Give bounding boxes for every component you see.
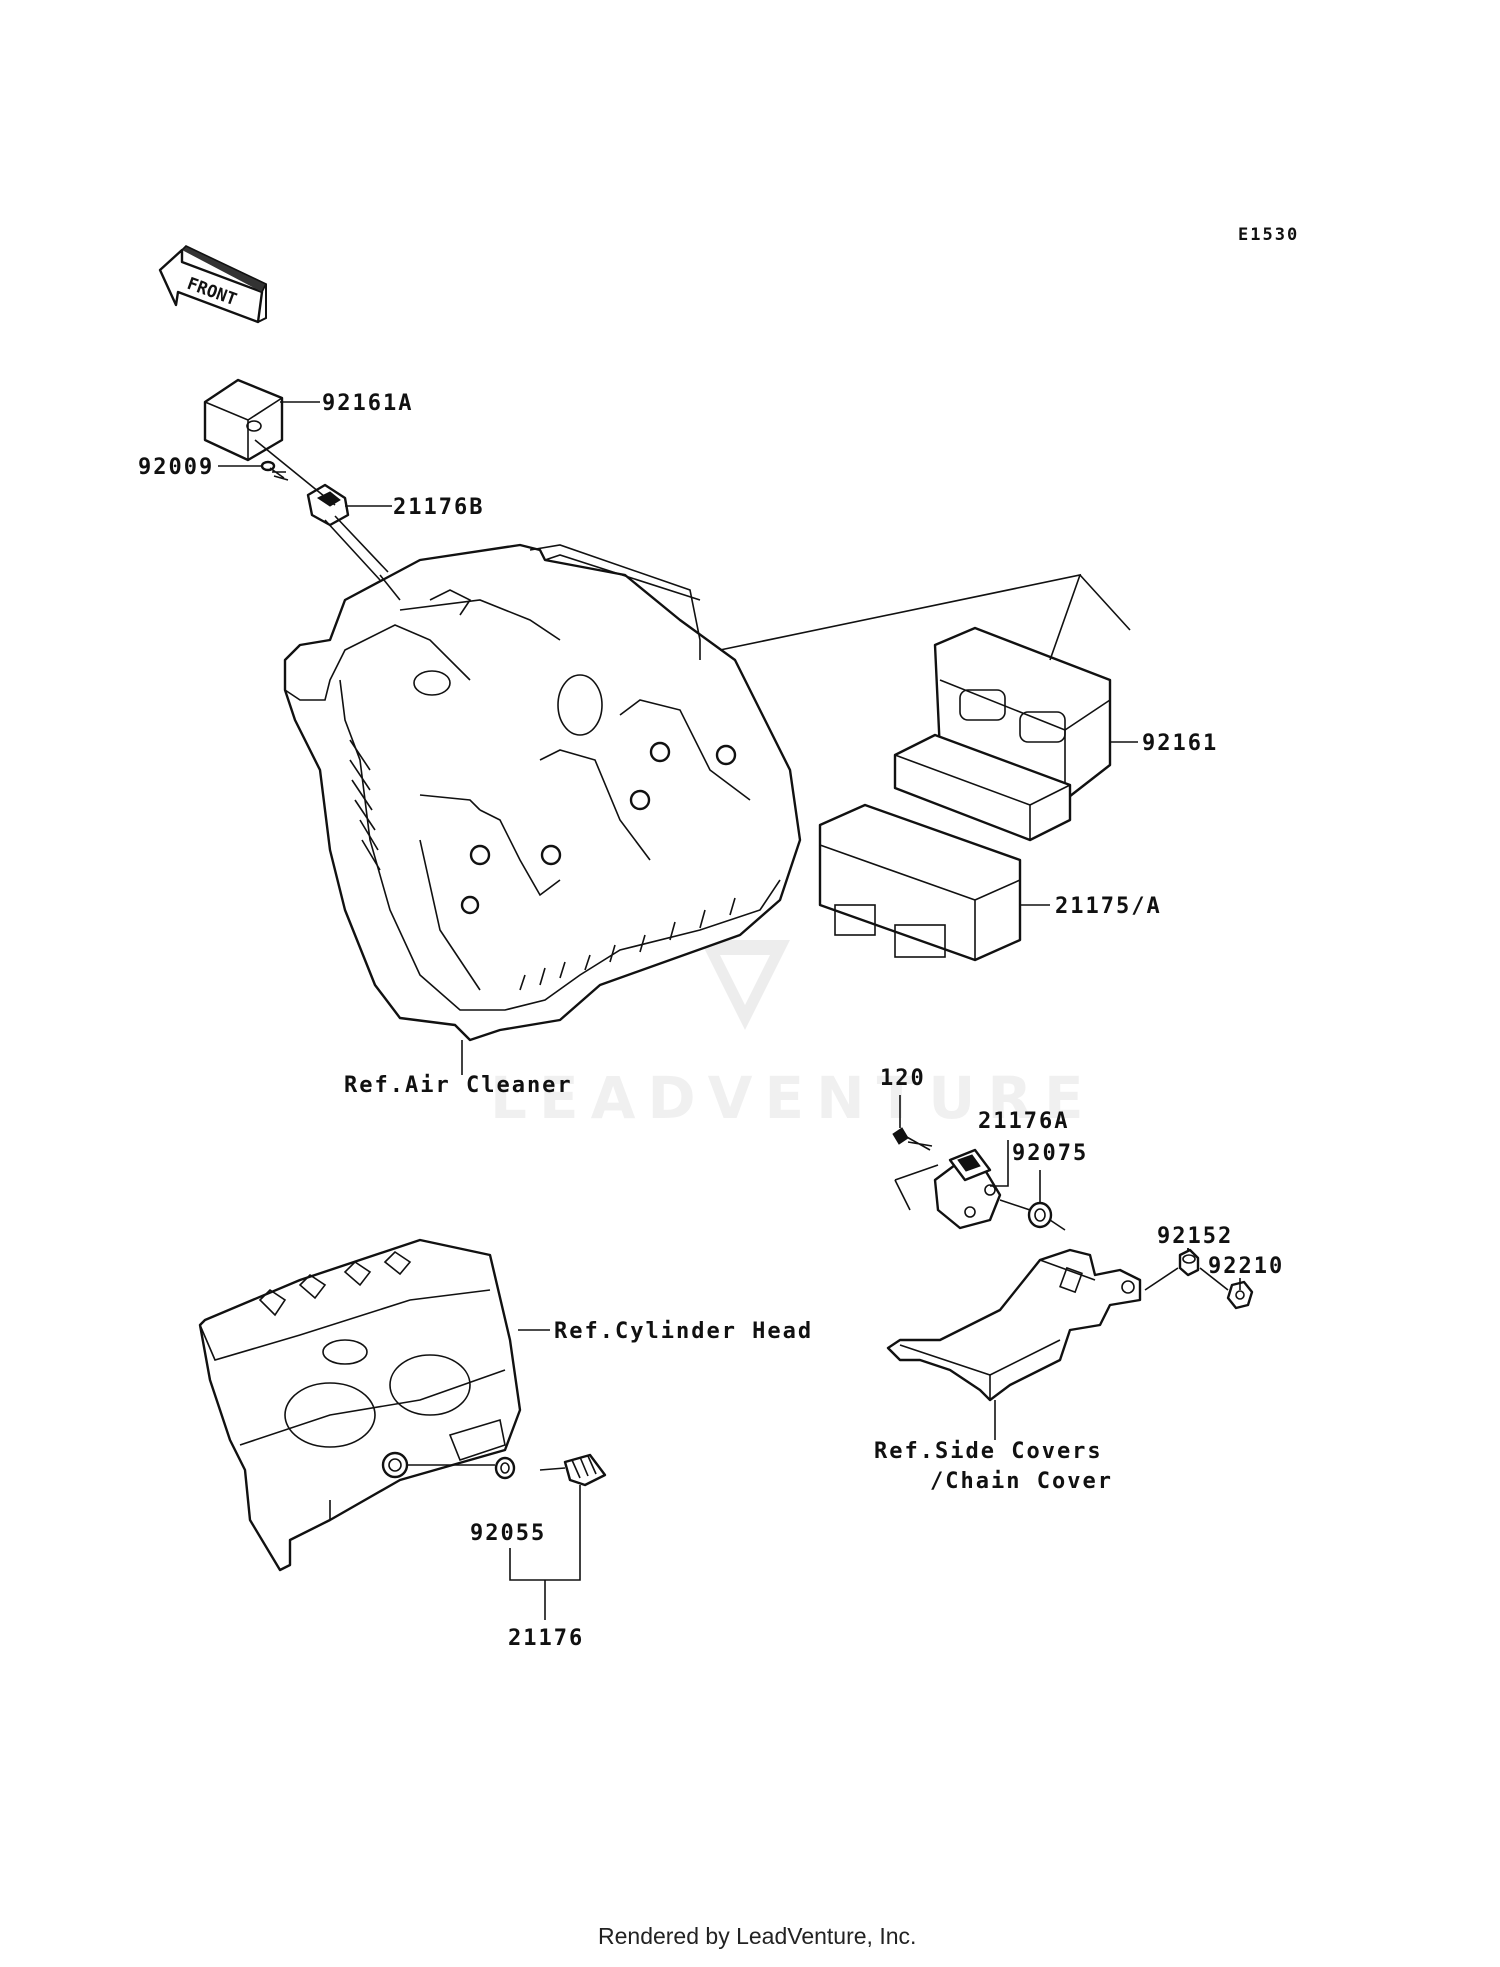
- ref-cylinder-head-label: Ref.Cylinder Head: [554, 1319, 813, 1344]
- ref-side-covers-label-2: /Chain Cover: [930, 1469, 1113, 1494]
- part-21175A: [818, 803, 1022, 962]
- cylinder-head: [198, 1238, 522, 1572]
- diagram-code: E1530: [1238, 225, 1299, 245]
- callout-92152: 92152: [1157, 1224, 1233, 1249]
- ref-air-cleaner-label: Ref.Air Cleaner: [344, 1073, 573, 1098]
- callout-92161A: 92161A: [322, 391, 413, 416]
- part-120: [892, 1127, 933, 1151]
- callout-92161: 92161: [1142, 731, 1218, 756]
- part-92055: [494, 1456, 516, 1480]
- part-21176A: [933, 1148, 1002, 1230]
- ref-side-covers-label-1: Ref.Side Covers: [874, 1439, 1103, 1464]
- callout-21176B: 21176B: [393, 495, 484, 520]
- footer-rendered-by: Rendered by LeadVenture, Inc.: [598, 1923, 916, 1949]
- callout-92009: 92009: [138, 455, 214, 480]
- callout-21175A: 21175/A: [1055, 894, 1162, 919]
- part-92161: [893, 626, 1112, 842]
- callout-21176: 21176: [508, 1626, 584, 1651]
- callout-92210: 92210: [1208, 1254, 1284, 1279]
- callout-92075: 92075: [1012, 1141, 1088, 1166]
- part-92009: [260, 460, 289, 481]
- part-92075: [1027, 1201, 1053, 1229]
- callout-120: 120: [880, 1066, 926, 1091]
- air-cleaner-housing: [283, 543, 802, 1042]
- side-cover-bracket: [886, 1248, 1142, 1402]
- watermark-text: LEADVENTURE: [490, 1064, 1096, 1132]
- part-92161A: [203, 378, 284, 462]
- part-21176B: [306, 483, 401, 601]
- front-arrow-icon: FRONT: [158, 245, 268, 324]
- callout-21176A: 21176A: [978, 1109, 1069, 1134]
- callout-92055: 92055: [470, 1521, 546, 1546]
- part-92152: [1178, 1248, 1200, 1277]
- part-21176: [539, 1453, 607, 1487]
- part-92210: [1226, 1280, 1254, 1310]
